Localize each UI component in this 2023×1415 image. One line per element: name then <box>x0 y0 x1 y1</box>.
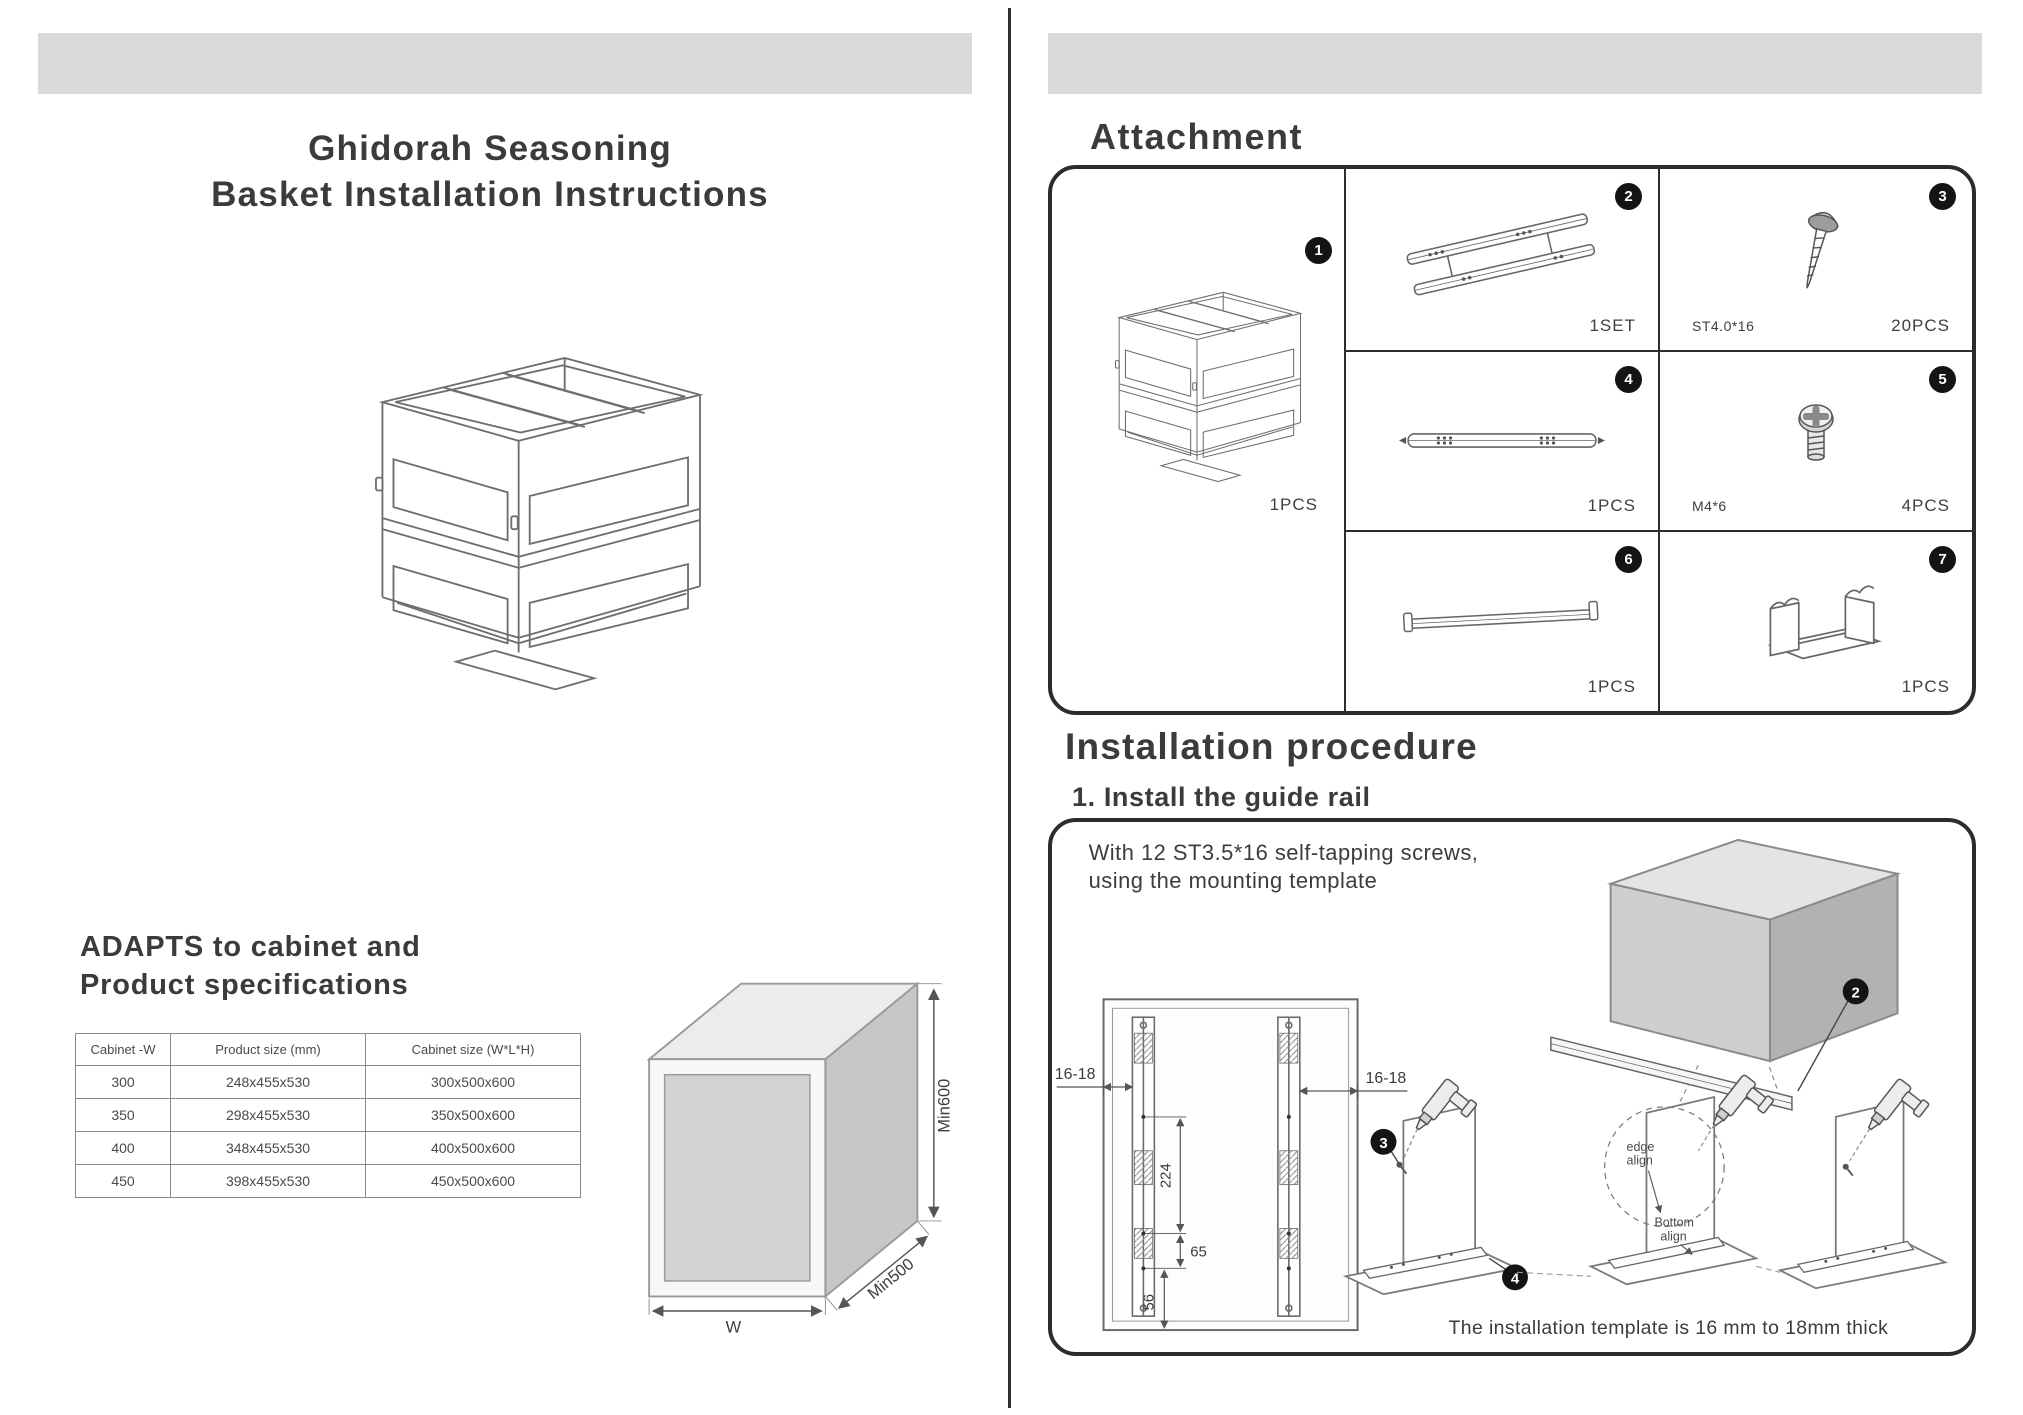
marker-4-badge <box>1502 1264 1528 1291</box>
marker-3-badge <box>1370 1128 1397 1155</box>
spec-cell: 348x455x530 <box>170 1131 366 1165</box>
part-2-badge: 2 <box>1615 183 1642 210</box>
alignment-callout-circle <box>1604 1106 1725 1228</box>
dim-56: 56 <box>1140 1294 1157 1311</box>
holder-bracket-icon <box>1767 585 1882 660</box>
header-banner-left <box>38 33 972 94</box>
part-5-badge: 5 <box>1929 365 1956 393</box>
part-cell-guide-rail: 4 1PCS <box>1344 349 1658 531</box>
spec-row: 450 398x455x530 450x500x600 <box>75 1164 581 1198</box>
part-1-badge: 1 <box>1305 237 1332 264</box>
part-5-spec: M4*6 <box>1692 498 1727 515</box>
spec-table-header-row: Cabinet -W Product size (mm) Cabinet siz… <box>75 1033 581 1066</box>
part-cell-holder-bracket: 7 1PCS <box>1658 530 1972 711</box>
marker-2-badge <box>1842 978 1869 1005</box>
adapts-heading: ADAPTS to cabinet and Product specificat… <box>80 928 421 1005</box>
dim-65: 65 <box>1190 1243 1207 1260</box>
spec-cell: 298x455x530 <box>170 1098 366 1132</box>
spec-cell: 350 <box>75 1098 171 1132</box>
mounting-strip-icon <box>1402 600 1599 632</box>
dim-224: 224 <box>1157 1163 1174 1188</box>
template-dimensions: 16-18 16-18 224 65 56 <box>1055 1066 1408 1329</box>
spec-table: Cabinet -W Product size (mm) Cabinet siz… <box>75 1033 581 1198</box>
part-5-qty: 4PCS <box>1901 496 1950 516</box>
cabinet-dim-height: Min600 <box>935 1079 953 1133</box>
cabinet-dim-depth: Min500 <box>864 1255 917 1303</box>
attachment-heading: Attachment <box>1090 116 1304 157</box>
cabinet-dim-width: W <box>726 1318 742 1336</box>
dim-right-16-18: 16-18 <box>1366 1070 1407 1087</box>
part-7-qty: 1PCS <box>1901 677 1950 696</box>
spec-cell: 400 <box>75 1131 171 1165</box>
part-3-qty: 20PCS <box>1891 315 1950 335</box>
part-3-badge: 3 <box>1929 183 1956 210</box>
page-title-line2: Basket Installation Instructions <box>211 175 769 215</box>
machine-screw-icon <box>1798 404 1834 461</box>
slide-rail-set-icon <box>1406 213 1596 296</box>
spec-row: 400 348x455x530 400x500x600 <box>75 1131 581 1165</box>
part-2-qty: 1SET <box>1589 315 1636 335</box>
part-4-qty: 1PCS <box>1587 496 1636 516</box>
mounting-template-diagram <box>1102 998 1359 1332</box>
page-title: Ghidorah Seasoning Basket Installation I… <box>40 126 940 218</box>
spec-col-cabinet-size: Cabinet size (W*L*H) <box>365 1033 581 1066</box>
part-3-spec: ST4.0*16 <box>1692 317 1755 334</box>
step1-note-line1: With 12 ST3.5*16 self-tapping screws, <box>1089 840 1479 865</box>
part-cell-slide-set: 2 1SET <box>1344 169 1658 350</box>
guide-rail-icon <box>1399 433 1605 448</box>
part-cell-machine-screw: 5 M4*6 4PCS <box>1658 349 1972 531</box>
seasoning-basket-illustration <box>375 357 704 691</box>
part-6-qty: 1PCS <box>1587 677 1636 696</box>
part-6-badge: 6 <box>1615 546 1642 574</box>
spec-cell: 300x500x600 <box>365 1065 581 1099</box>
page-title-line1: Ghidorah Seasoning <box>308 129 672 168</box>
spec-col-product-size: Product size (mm) <box>170 1033 366 1066</box>
center-divider <box>1008 8 1011 1408</box>
spec-cell: 400x500x600 <box>365 1131 581 1165</box>
spec-cell: 248x455x530 <box>170 1065 366 1099</box>
attachment-parts-box: 1 1PCS 2 <box>1048 165 1976 715</box>
spec-col-cabinet-w: Cabinet -W <box>75 1033 171 1066</box>
spec-cell: 450x500x600 <box>365 1164 581 1198</box>
step1-diagram: With 12 ST3.5*16 self-tapping screws, us… <box>1055 838 1949 1339</box>
dim-left-16-18: 16-18 <box>1055 1066 1096 1083</box>
part-1-qty: 1PCS <box>1269 495 1318 514</box>
part-4-badge: 4 <box>1615 365 1642 393</box>
bottom-align-label-2: align <box>1660 1229 1686 1243</box>
spec-cell: 398x455x530 <box>170 1164 366 1198</box>
edge-align-label-1: edge <box>1627 1140 1655 1154</box>
marker-3-number: 3 <box>1379 1135 1387 1152</box>
edge-align-label-2: align <box>1627 1154 1653 1168</box>
step1-heading: 1. Install the guide rail <box>1072 782 1371 812</box>
step1-note-line2: using the mounting template <box>1089 868 1378 893</box>
cabinet-dimension-diagram: Min600 Min500 W <box>646 981 953 1336</box>
install-step-diagram-2: edge align Bottom align <box>1587 1073 1776 1286</box>
part-cell-tapping-screw: 3 ST4.0*16 20PCS <box>1658 169 1972 350</box>
part-7-badge: 7 <box>1929 546 1956 574</box>
spec-cell: 350x500x600 <box>365 1098 581 1132</box>
installation-procedure-heading: Installation procedure <box>1065 726 1478 767</box>
marker-2-number: 2 <box>1852 984 1860 1001</box>
adapts-heading-line1: ADAPTS to cabinet and <box>80 931 421 963</box>
spec-row: 300 248x455x530 300x500x600 <box>75 1065 581 1099</box>
install-step-diagram-1: 3 4 <box>1342 1077 1528 1296</box>
part-cell-basket: 1 1PCS <box>1052 169 1344 711</box>
spec-row: 350 298x455x530 350x500x600 <box>75 1098 581 1132</box>
template-thickness-note: The installation template is 16 mm to 18… <box>1449 1317 1889 1339</box>
basket-icon <box>1114 291 1302 483</box>
step1-diagram-box: With 12 ST3.5*16 self-tapping screws, us… <box>1048 818 1976 1356</box>
spec-cell: 300 <box>75 1065 171 1099</box>
cabinet-with-rail-diagram: 2 <box>1550 838 1902 1118</box>
part-cell-mounting-strip: 6 1PCS <box>1344 530 1658 711</box>
marker-4-number: 4 <box>1511 1270 1520 1287</box>
install-step-diagram-3 <box>1777 1077 1949 1290</box>
bottom-align-label-1: Bottom <box>1654 1215 1693 1229</box>
header-banner-right <box>1048 33 1982 94</box>
spec-cell: 450 <box>75 1164 171 1198</box>
adapts-heading-line2: Product specifications <box>80 969 409 1002</box>
tapping-screw-icon <box>1806 212 1839 289</box>
